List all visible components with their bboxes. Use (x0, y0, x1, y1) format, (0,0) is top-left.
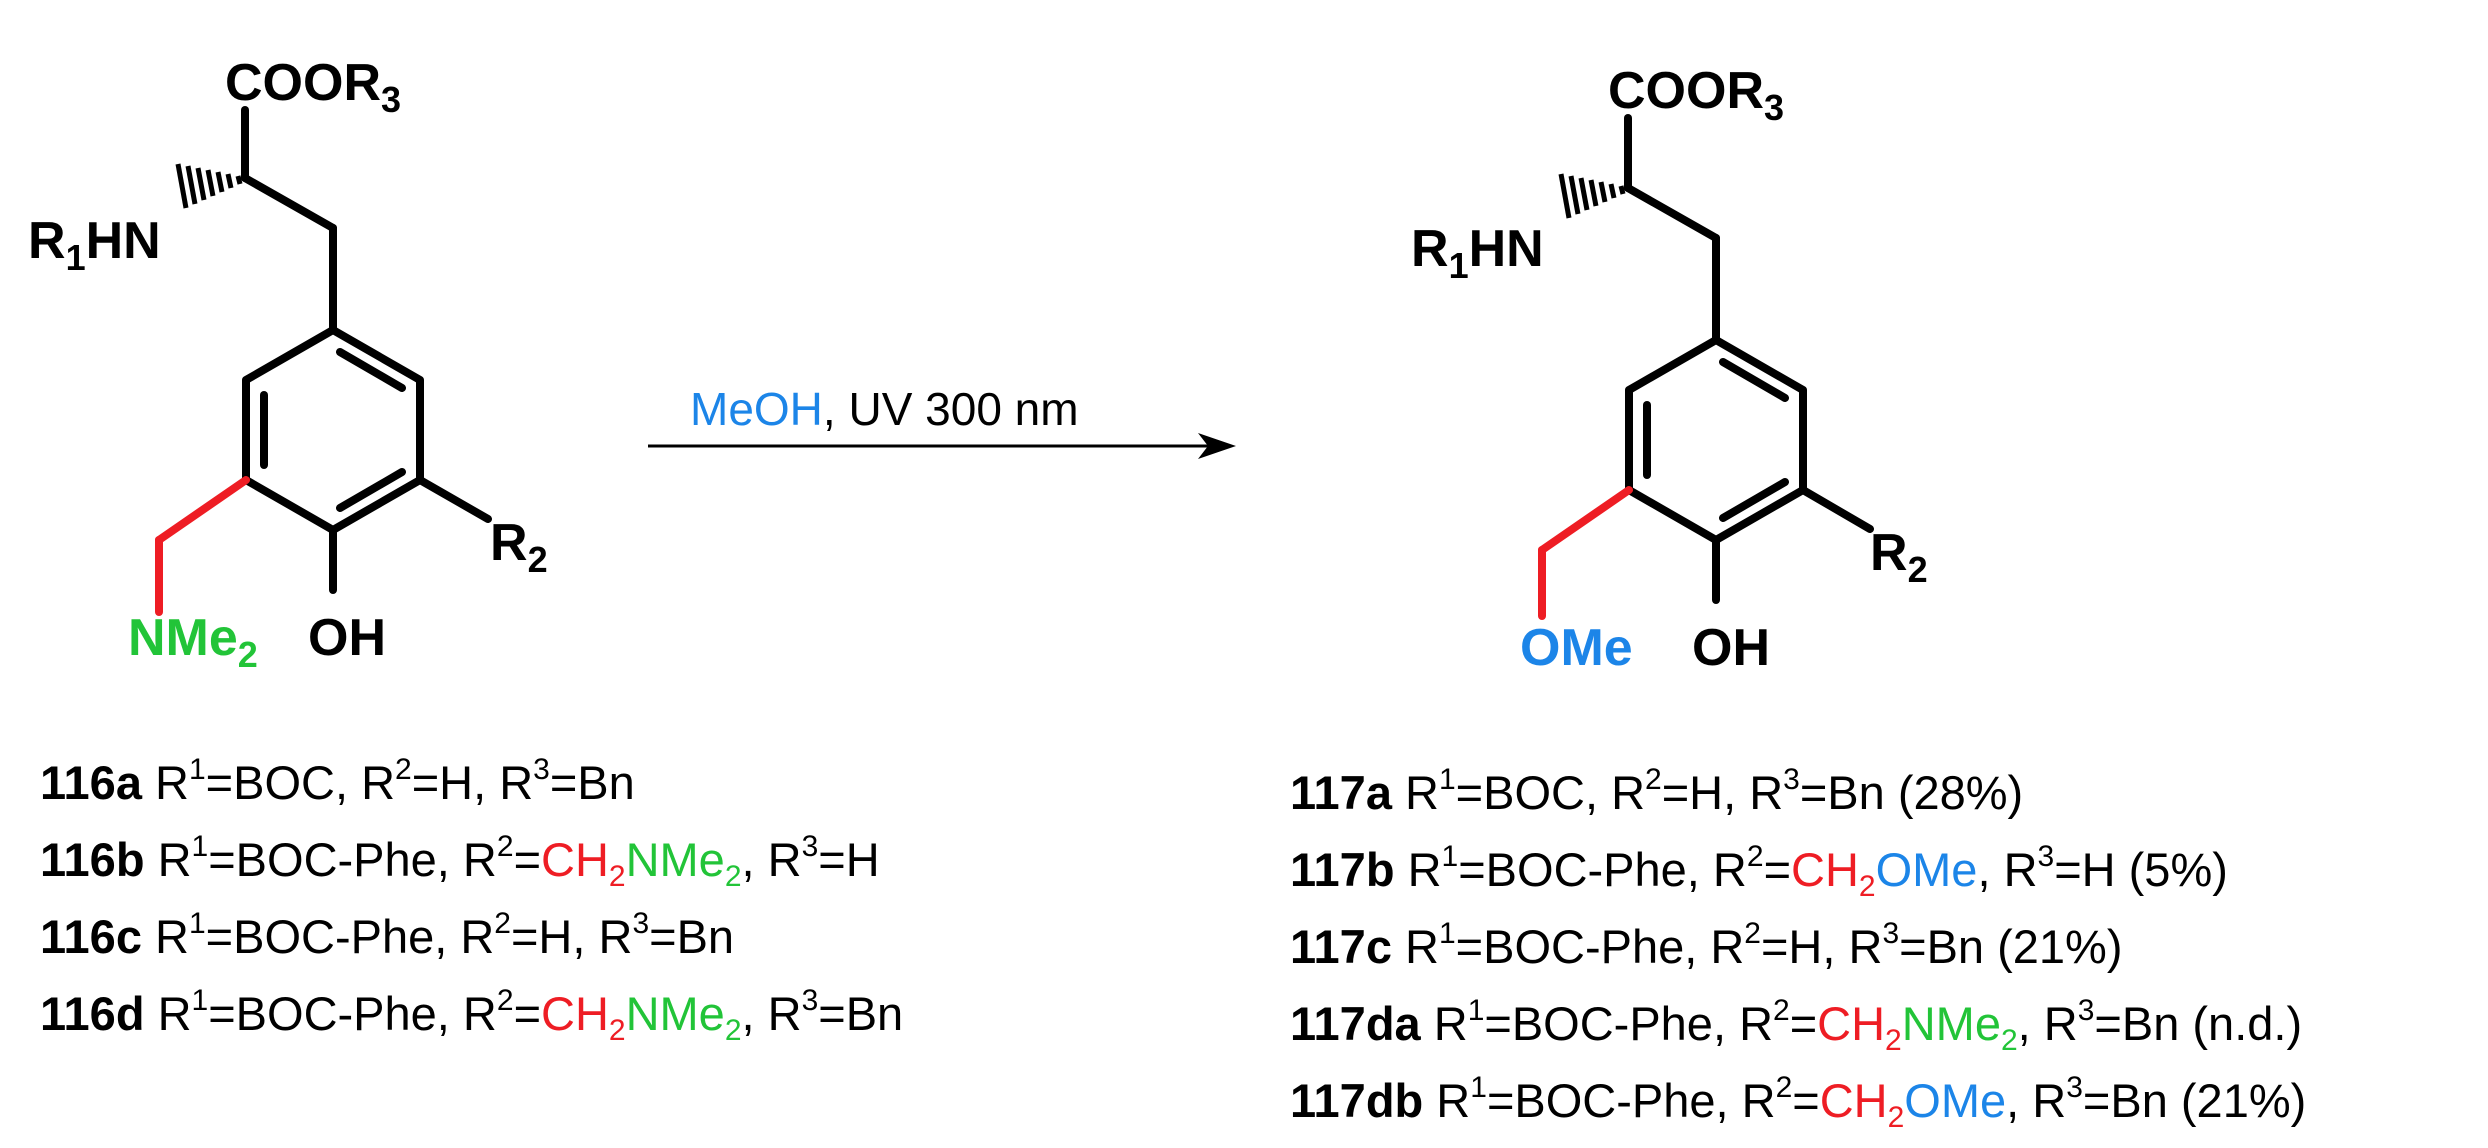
p-bond-ring-r2 (1799, 486, 1874, 533)
condition-uv: UV 300 nm (848, 383, 1078, 435)
reaction-conditions: MeOH, UV 300 nm (690, 383, 1079, 435)
product-ether-label: OMe (1520, 619, 1633, 677)
reactant-cooh-label: COOR3 (225, 54, 401, 120)
benzene-ring (242, 326, 424, 534)
compound-117a: 117a R1=BOC, R2=H, R3=Bn (28%) (1290, 763, 2024, 819)
reactant-oh-label: OH (308, 609, 386, 667)
p-ring-double-bond-2 (1719, 478, 1789, 522)
reagent-meoh: MeOH (690, 383, 823, 435)
product-structure (1624, 114, 1874, 604)
p-benzene-ring (1625, 336, 1807, 544)
compound-117db: 117db R1=BOC-Phe, R2=CH2OMe, R3=Bn (21%) (1290, 1071, 2307, 1134)
p-ring-double-bond-1 (1719, 358, 1789, 402)
product-red-bond-1 (1538, 486, 1633, 554)
compound-116c: 116c R1=BOC-Phe, R2=H, R3=Bn (40, 907, 735, 963)
reactant-amine-label: NMe2 (128, 609, 258, 675)
compound-list-117: 117a R1=BOC, R2=H, R3=Bn (28%) 117b R1=B… (1290, 758, 2306, 1143)
product-r2-label: R2 (1870, 524, 1928, 590)
compound-list-116: 116a R1=BOC, R2=H, R3=Bn 116b R1=BOC-Phe… (40, 748, 903, 1056)
product-cooh-label: COOR3 (1608, 62, 1784, 128)
reactant-nh-label: R1HN (28, 212, 161, 278)
p-bond-alpha-ch2 (1624, 184, 1720, 242)
reactant-r2-label: R2 (490, 514, 548, 580)
compound-117da: 117da R1=BOC-Phe, R2=CH2NMe2, R3=Bn (n.d… (1290, 994, 2303, 1057)
compound-116b: 116b R1=BOC-Phe, R2=CH2NMe2, R3=H (40, 830, 880, 893)
compound-117c: 117c R1=BOC-Phe, R2=H, R3=Bn (21%) (1290, 917, 2123, 973)
compound-116d: 116d R1=BOC-Phe, R2=CH2NMe2, R3=Bn (40, 984, 904, 1047)
bond-ring-r2 (416, 476, 492, 523)
reactant-red-bond-1 (155, 476, 250, 544)
compound-117b: 117b R1=BOC-Phe, R2=CH2OMe, R3=H (5%) (1290, 840, 2228, 903)
product-hash-wedge (1558, 173, 1626, 219)
product-oh-label: OH (1692, 619, 1770, 677)
bond-alpha-ch2 (241, 174, 337, 232)
compound-116a: 116a R1=BOC, R2=H, R3=Bn (40, 753, 635, 809)
product-nh-label: R1HN (1411, 220, 1544, 286)
reactant-hash-wedge (175, 163, 243, 209)
ring-double-bond-1 (336, 348, 406, 392)
ring-double-bond-2 (336, 468, 406, 512)
reactant-structure (241, 106, 492, 594)
reaction-arrow (648, 433, 1236, 459)
